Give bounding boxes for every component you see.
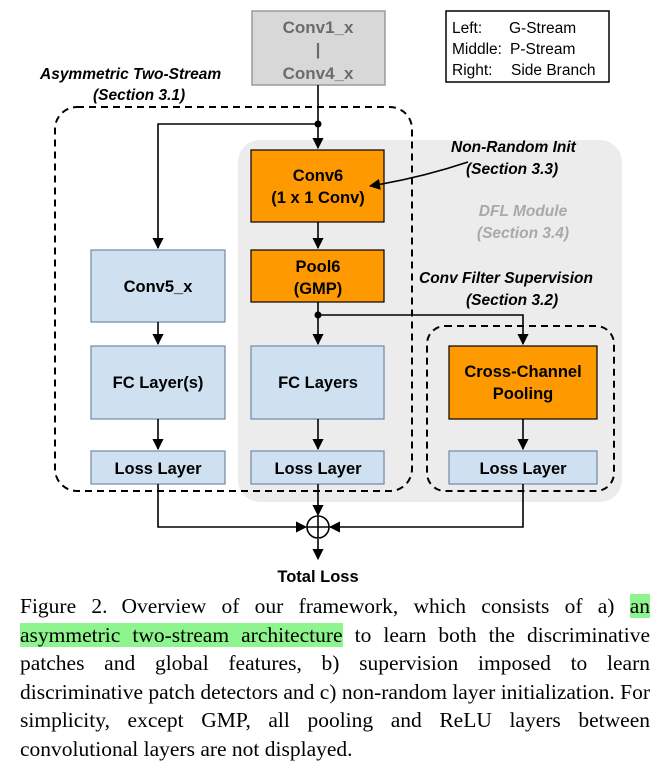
framework-diagram: Conv1_x | Conv4_x Left: G-Stream Middle:… — [39, 10, 622, 586]
cross-channel-pooling-block — [448, 345, 598, 420]
legend-right-key: Right: — [452, 62, 493, 79]
fc-layers-left-block — [90, 345, 226, 420]
conv-filter-supervision-label: Conv Filter Supervision — [419, 270, 593, 287]
asymmetric-two-stream-label: Asymmetric Two-Stream — [39, 66, 221, 83]
legend-right-value: Side Branch — [511, 62, 595, 79]
arrow-right-loss-to-sum — [328, 484, 524, 533]
loss-layer-left-label: Loss Layer — [114, 460, 202, 478]
fc-layers-middle-label: FC Layers — [278, 374, 358, 392]
fc-layers-left-label: FC Layer(s) — [113, 374, 204, 392]
conv6-sublabel: (1 x 1 Conv) — [271, 189, 365, 207]
loss-layer-left-block — [90, 450, 226, 485]
figure-label: Figure 2. — [20, 594, 108, 618]
dfl-module-label: DFL Module — [479, 203, 568, 220]
caption-text-after: to learn both the discriminative patches… — [20, 622, 650, 761]
conv4-label: Conv4_x — [283, 64, 354, 83]
conv5-label: Conv5_x — [124, 278, 194, 296]
legend-box — [445, 10, 610, 83]
junction-dot-pool6 — [314, 311, 322, 319]
arrow-branch-to-conv5 — [152, 123, 318, 250]
conv-filter-supervision-region — [426, 325, 615, 492]
loss-layer-right-block — [448, 450, 598, 485]
pool6-sublabel: (GMP) — [294, 280, 343, 298]
non-random-init-label: Non-Random Init — [451, 139, 577, 156]
conv-filter-section-label: (Section 3.2) — [466, 292, 558, 309]
cross-channel-label: Cross-Channel — [464, 363, 581, 381]
conv6-label: Conv6 — [293, 167, 343, 185]
asymmetric-two-stream-region — [54, 106, 413, 492]
junction-dot-top — [314, 120, 322, 128]
conv6-block — [250, 149, 385, 223]
legend-middle-key: Middle: — [452, 41, 502, 58]
legend-left-key: Left: — [452, 20, 482, 37]
caption-text-before: Overview of our framework, which consist… — [121, 594, 630, 618]
arrow-pool6-to-ccp — [318, 314, 529, 346]
dfl-section-label: (Section 3.4) — [477, 225, 569, 242]
figure-caption: Figure 2. Overview of our framework, whic… — [20, 592, 650, 763]
legend-middle-value: P-Stream — [510, 41, 575, 58]
conv5-block — [90, 249, 226, 323]
cross-channel-sublabel: Pooling — [493, 385, 554, 403]
conv-range-divider: | — [316, 40, 321, 59]
arrow-nonrandom-init — [368, 161, 469, 190]
conv1-label: Conv1_x — [283, 18, 354, 37]
sum-icon — [306, 515, 330, 539]
loss-layer-right-label: Loss Layer — [479, 460, 567, 478]
legend-left-value: G-Stream — [509, 20, 576, 37]
non-random-section-label: (Section 3.3) — [466, 161, 558, 178]
total-loss-label: Total Loss — [277, 568, 358, 586]
conv1-conv4-block — [251, 10, 386, 86]
arrow-left-loss-to-sum — [157, 484, 308, 533]
loss-layer-middle-label: Loss Layer — [274, 460, 362, 478]
pool6-label: Pool6 — [296, 258, 341, 276]
asymmetric-section-label: (Section 3.1) — [93, 87, 185, 104]
pool6-block — [250, 249, 385, 303]
